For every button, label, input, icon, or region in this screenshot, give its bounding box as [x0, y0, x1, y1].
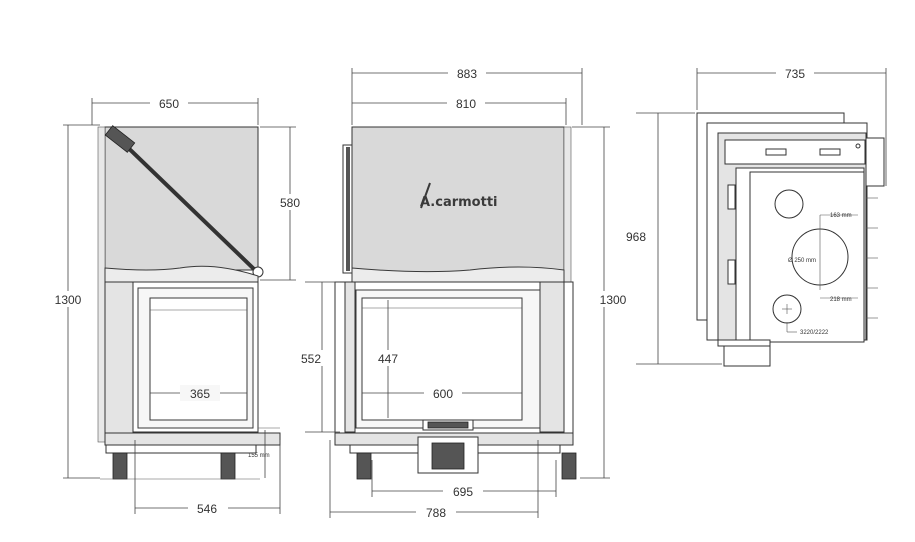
brand-logo: A.carmotti [420, 195, 498, 210]
dim-side-base-height: 155 mm [248, 453, 270, 459]
dim-front-base-width: 788 [426, 506, 446, 520]
front-foot-left [356, 452, 372, 480]
dim-front-hood-width: 810 [456, 97, 476, 111]
dim-front-outer-width: 883 [457, 67, 477, 81]
side-body-left [104, 281, 134, 441]
label-top-offset: 163 mm [830, 213, 852, 219]
side-foot-right [220, 452, 236, 480]
top-outlet-upper [774, 189, 804, 219]
label-top-offset2: 218 mm [830, 297, 852, 303]
dim-front-glass-width: 600 [433, 387, 453, 401]
dim-front-base-inner-width: 695 [453, 485, 473, 499]
dim-side-total-height: 1300 [55, 293, 82, 307]
dim-front-glass-height: 447 [378, 352, 398, 366]
label-flue-diameter: Ø 250 mm [788, 258, 816, 264]
dim-side-base-width: 546 [197, 502, 217, 516]
dim-top-depth: 968 [626, 230, 646, 244]
front-foot-right [561, 452, 577, 480]
dim-front-opening-height: 552 [301, 352, 321, 366]
front-view: A.carmotti 883 810 1300 [301, 65, 630, 520]
label-top-code: 3220/2222 [800, 330, 829, 336]
dim-side-opening-width: 365 [190, 387, 210, 401]
front-hood-panel [351, 126, 565, 273]
side-foot-left [112, 452, 128, 480]
dim-side-upper-height: 580 [280, 196, 300, 210]
side-diagonal-strut [116, 136, 257, 272]
dim-side-top-width: 650 [159, 97, 179, 111]
side-view: 650 580 1300 365 546 155 mm [52, 95, 306, 516]
top-view: 163 mm Ø 250 mm 218 mm 3220/2222 735 968 [624, 65, 887, 367]
dim-top-width: 735 [785, 67, 805, 81]
dim-front-total-height: 1300 [600, 293, 627, 307]
